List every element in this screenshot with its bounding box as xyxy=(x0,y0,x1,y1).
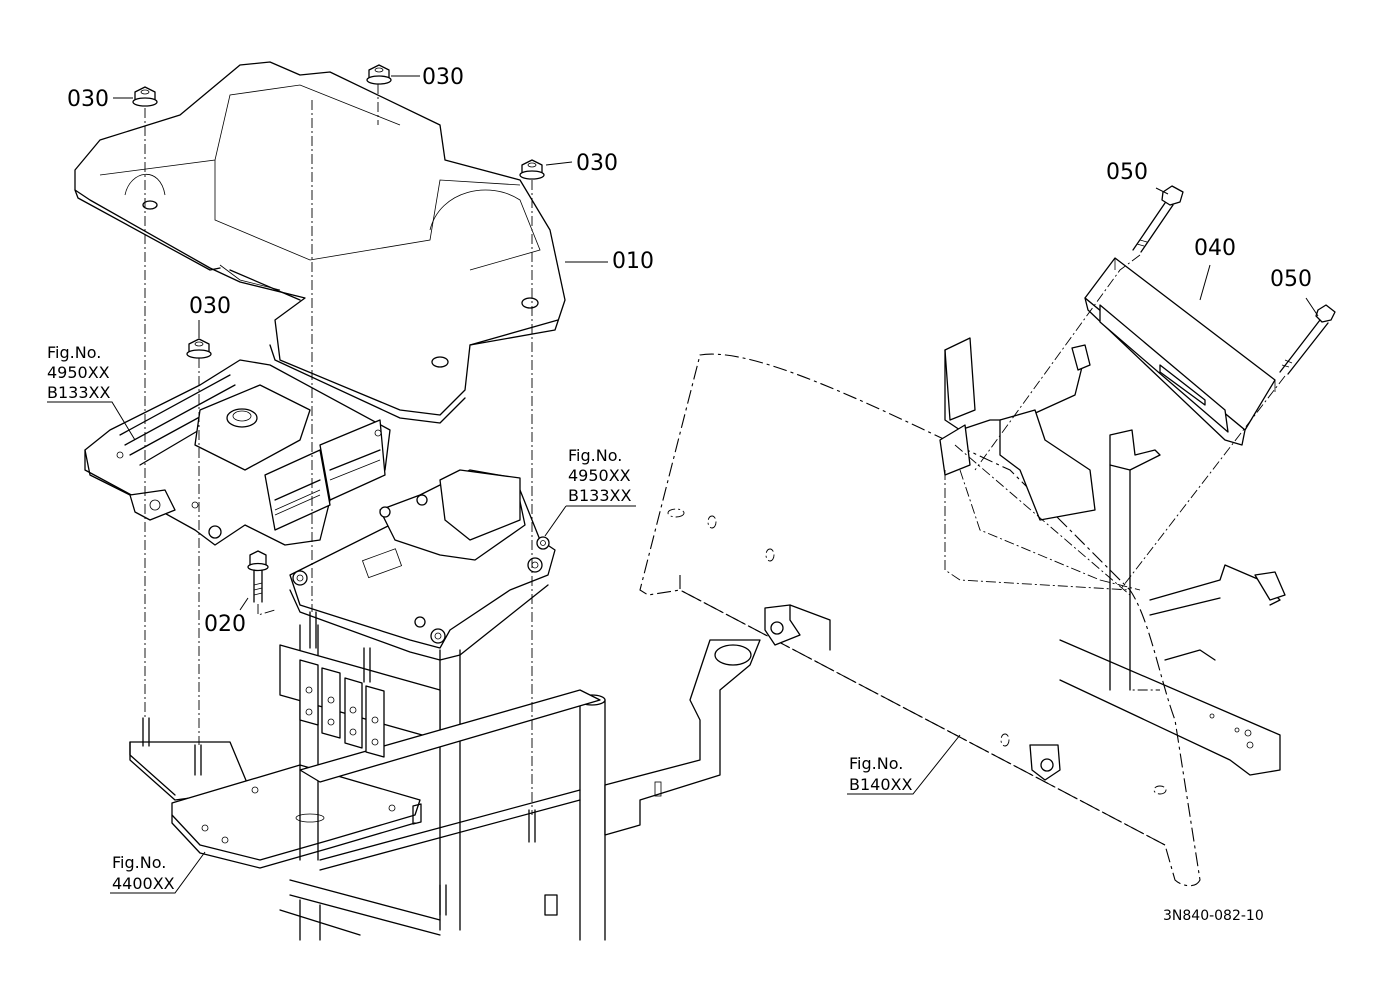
controller-mounting-bracket xyxy=(939,337,1286,691)
fig-ref-line1: Fig.No. xyxy=(47,343,101,362)
ecu-cover xyxy=(74,61,566,424)
fig-ref-line1: Fig.No. xyxy=(849,754,903,773)
figure-reference-panel: Fig.No. B140XX xyxy=(849,754,912,794)
fig-ref-line1: Fig.No. xyxy=(112,853,166,872)
label-030-left: 030 xyxy=(67,87,109,112)
fig-ref-line1: Fig.No. xyxy=(568,446,622,465)
figure-reference-ecu-left: Fig.No. 4950XX B133XX xyxy=(47,343,110,402)
fig-ref-line3: B133XX xyxy=(568,486,631,505)
flange-nut-icon xyxy=(186,338,212,359)
drawing-code: 3N840-082-10 xyxy=(1163,908,1264,924)
controller-box xyxy=(1084,257,1276,446)
figure-reference-frame: Fig.No. 4400XX xyxy=(112,853,175,893)
bolt-icon xyxy=(1279,304,1336,375)
label-050-left: 050 xyxy=(1106,160,1148,185)
fig-ref-line2: B140XX xyxy=(849,775,912,794)
label-010: 010 xyxy=(612,249,654,274)
fig-ref-line2: 4950XX xyxy=(47,363,110,382)
flange-nut-icon xyxy=(132,86,158,107)
label-050-right: 050 xyxy=(1270,267,1312,292)
figure-reference-ecu-right: Fig.No. 4950XX B133XX xyxy=(568,446,631,505)
label-030-ecu: 030 xyxy=(189,294,231,319)
flange-nut-icon xyxy=(366,64,392,85)
leader-lines xyxy=(47,75,1319,894)
part-labels: 030 030 030 030 010 020 050 040 050 xyxy=(67,65,1312,637)
bolt-icon xyxy=(247,550,269,603)
fig-ref-line3: B133XX xyxy=(47,383,110,402)
ecu-unit xyxy=(84,359,391,546)
fig-ref-line2: 4400XX xyxy=(112,874,175,893)
instrument-panel-outline xyxy=(639,353,1281,887)
label-020: 020 xyxy=(204,612,246,637)
assembly-centerlines xyxy=(144,84,1286,815)
fig-ref-line2: 4950XX xyxy=(568,466,631,485)
label-040: 040 xyxy=(1194,236,1236,261)
ecu-mounting-plate xyxy=(289,469,556,661)
bolt-icon xyxy=(1132,185,1184,253)
flange-nut-icon xyxy=(519,159,545,180)
label-030-right: 030 xyxy=(576,151,618,176)
lower-frame-structure xyxy=(129,611,761,941)
label-030-top: 030 xyxy=(422,65,464,90)
